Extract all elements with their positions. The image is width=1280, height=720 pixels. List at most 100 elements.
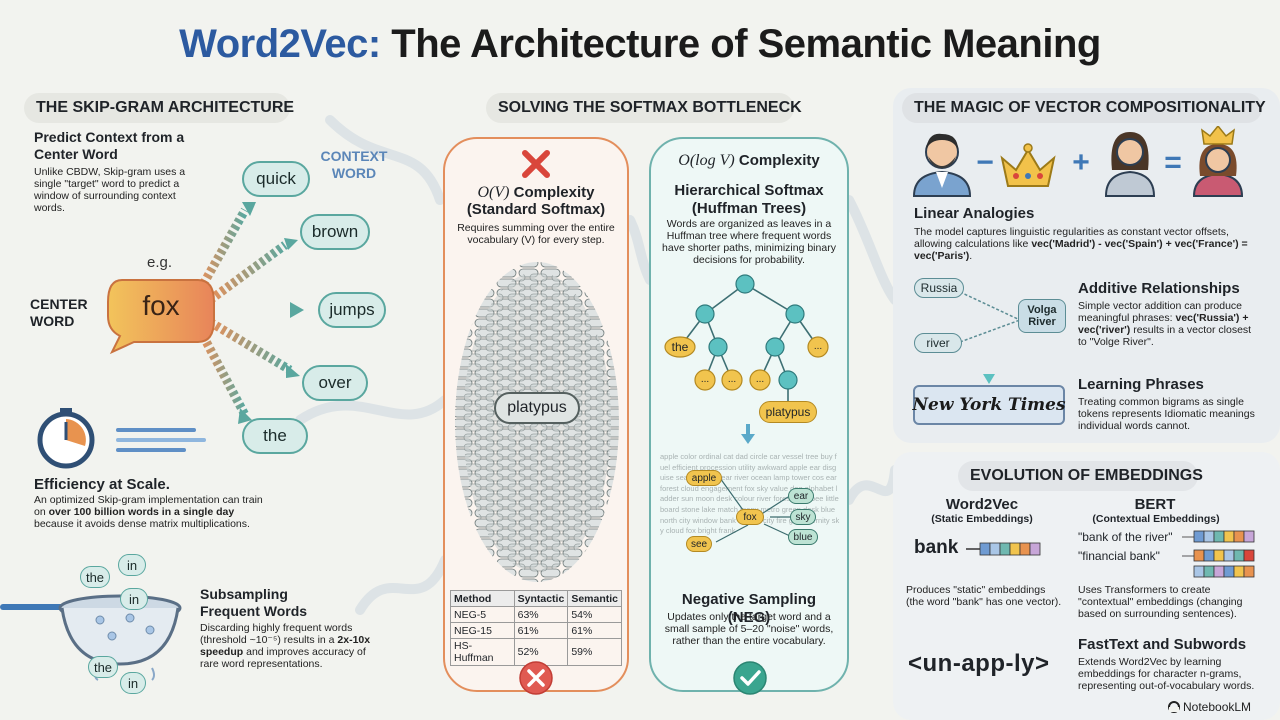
subsampling-heading: Subsampling Frequent Words (200, 586, 308, 619)
additive-lines (960, 291, 1021, 343)
tree-leaf-dots: ... (700, 374, 710, 385)
huffman-tree (664, 274, 829, 406)
skipgram-description: Unlike CBDW, Skip-gram uses a single "ta… (34, 166, 186, 214)
context-word-over: over (302, 365, 368, 401)
sieve-icon (0, 594, 182, 681)
eg-label: e.g. (147, 254, 173, 271)
bert-subtitle: (Contextual Embeddings) (1092, 513, 1220, 525)
right-complexity-math: O(log V) (678, 152, 735, 169)
table-header: Syntactic (513, 590, 569, 607)
sieve-word-in-3: in (120, 672, 146, 694)
section-evolution: EVOLUTION OF EMBEDDINGS (958, 461, 1203, 491)
pill-river: river (914, 333, 962, 353)
neg-word-ear: ear (788, 488, 814, 504)
center-word: fox (142, 290, 180, 321)
man-icon (912, 133, 972, 197)
analogy-figures (912, 126, 1244, 197)
neg-word-sky: sky (790, 509, 816, 525)
center-word-label: CENTER WORD (30, 296, 88, 329)
bert-title: BERT (1134, 496, 1176, 513)
fasttext-text: Extends Word2Vec by learning embeddings … (1078, 656, 1255, 692)
section-composition: THE MAGIC OF VECTOR COMPOSITIONALITY (902, 93, 1266, 123)
left-description: Requires summing over the entire vocabul… (457, 222, 615, 246)
plus-operator: + (1072, 146, 1090, 179)
w2v-description: Produces "static" embeddings (the word "… (906, 584, 1062, 608)
neg-word-fox: fox (736, 509, 764, 525)
subsampling-text: Discarding highly frequent words (thresh… (200, 622, 371, 670)
tree-leaf-dots: ... (755, 374, 765, 385)
right-complexity: O(log V) Complexity (660, 152, 838, 170)
context-word-quick: quick (242, 161, 310, 197)
down-arrow-icon (741, 424, 755, 444)
fasttext-heading: FastText and Subwords (1078, 636, 1247, 653)
center-word-bubble (107, 279, 215, 355)
equals-operator: = (1164, 146, 1182, 179)
page-title: Word2Vec: The Architecture of Semantic M… (0, 22, 1280, 67)
static-embedding-vector (966, 542, 1041, 556)
sieve-word-in-2: in (120, 588, 148, 610)
linear-text: The model captures linguistic regulariti… (914, 226, 1248, 262)
sieve-word-the-1: the (80, 566, 110, 588)
linear-heading: Linear Analogies (914, 205, 1035, 222)
right-complexity-text: Complexity (738, 152, 820, 169)
x-icon (522, 150, 550, 178)
minus-operator: − (976, 146, 994, 179)
contextual-embedding-vectors (1182, 530, 1255, 578)
crown-icon (1000, 143, 1056, 187)
skipgram-arrows (196, 202, 304, 424)
additive-heading: Additive Relationships (1078, 280, 1240, 297)
sieve-word-in-1: in (118, 554, 146, 576)
evolution-background (893, 452, 1280, 720)
section-softmax: SOLVING THE SOFTMAX BOTTLENECK (486, 93, 802, 123)
efficiency-text: An optimized Skip-gram implementation ca… (34, 494, 263, 530)
title-main: The Architecture of Semantic Meaning (391, 22, 1101, 66)
right-description: Words are organized as leaves in a Huffm… (662, 218, 836, 266)
title-accent: Word2Vec: (179, 22, 381, 66)
bert-phrase-financial: "financial bank" (1078, 549, 1160, 563)
neg-word-blue: blue (788, 529, 818, 545)
left-complexity: O(V) Complexity (450, 184, 622, 202)
tree-leaf-dots: ... (727, 374, 737, 385)
bert-phrase-river: "bank of the river" (1078, 530, 1173, 544)
fasttext-token: <un-app-ly> (908, 650, 1050, 677)
x-circle-icon (519, 661, 553, 695)
left-complexity-text: Complexity (513, 184, 595, 201)
phrases-heading: Learning Phrases (1078, 376, 1204, 393)
context-word-jumps: jumps (318, 292, 386, 328)
w2v-title: Word2Vec (945, 496, 1019, 513)
tree-leaf-platypus: platypus (759, 401, 817, 423)
platypus-left: platypus (494, 392, 580, 424)
nyt-token: New York Times (912, 385, 1066, 425)
left-subtitle: (Standard Softmax) (466, 201, 606, 218)
stopwatch-icon (37, 408, 206, 469)
pill-volga-river: Volga River (1018, 299, 1066, 333)
skipgram-heading: Predict Context from a Center Word (34, 129, 185, 162)
brand: NotebookLM (1168, 700, 1251, 714)
pill-russia: Russia (914, 278, 964, 298)
context-word-the: the (242, 418, 308, 454)
neg-description: Updates only the target word and a small… (664, 611, 834, 647)
bert-description: Uses Transformers to create "contextual"… (1078, 584, 1243, 620)
brand-name: NotebookLM (1183, 700, 1252, 714)
down-arrow-icon (983, 374, 995, 384)
sieve-word-the-2: the (88, 656, 118, 678)
notebooklm-logo-icon (1168, 701, 1180, 713)
context-word-brown: brown (300, 214, 370, 250)
additive-text: Simple vector addition can produce meani… (1078, 300, 1252, 348)
neg-word-apple: apple (686, 470, 722, 486)
section-skipgram: THE SKIP-GRAM ARCHITECTURE (24, 93, 294, 123)
tree-leaf-dots: ... (813, 341, 823, 352)
check-circle-icon (733, 661, 767, 695)
right-heading: Hierarchical Softmax (Huffman Trees) (674, 182, 824, 217)
left-complexity-math: O(V) (477, 184, 510, 201)
phrases-text: Treating common bigrams as single tokens… (1078, 396, 1255, 432)
table-header: Semantic (567, 590, 622, 607)
efficiency-heading: Efficiency at Scale. (34, 476, 170, 493)
context-word-label: CONTEXT WORD (320, 148, 388, 181)
table-header: Method (450, 590, 515, 607)
